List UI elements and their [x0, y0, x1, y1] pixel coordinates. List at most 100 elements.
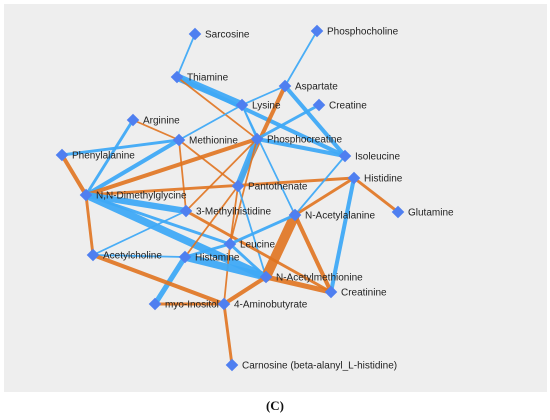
- node-marker[interactable]: [338, 149, 352, 163]
- edge-4-aminobutyrate-carnosine: [222, 302, 234, 367]
- node-marker[interactable]: [223, 237, 237, 251]
- node-marker[interactable]: [259, 270, 273, 284]
- node-marker[interactable]: [324, 285, 338, 299]
- edge-phosphocreatine-pantothenate: [234, 135, 261, 190]
- node-marker[interactable]: [347, 171, 361, 185]
- node-marker[interactable]: [148, 297, 162, 311]
- edge-leucine-histamine: [183, 242, 232, 259]
- node-marker[interactable]: [79, 188, 93, 202]
- node-marker[interactable]: [231, 179, 245, 193]
- edge-lysine-n-acetylalanine: [241, 104, 296, 216]
- node-marker[interactable]: [172, 133, 186, 147]
- node-lysine[interactable]: Lysine: [235, 98, 281, 112]
- edge-leucine-n-acetylmethionine: [228, 242, 268, 279]
- edge-acetylcholine-4-aminobutyrate: [90, 252, 227, 307]
- node-creatinine[interactable]: Creatinine: [324, 285, 387, 299]
- edge-3-methylhistidine-creatinine: [184, 209, 333, 294]
- node-phenylalanine[interactable]: Phenylalanine: [55, 148, 136, 162]
- node-label: Thiamine: [187, 73, 229, 84]
- node-marker[interactable]: [170, 70, 184, 84]
- edge-nn-dimethylglycine-3-methylhistidine: [82, 191, 190, 215]
- edge-phosphocreatine-nn-dimethylglycine: [83, 136, 260, 198]
- node-label: Aspartate: [295, 82, 338, 93]
- node-label: Glutamine: [408, 208, 454, 219]
- node-histidine[interactable]: Histidine: [347, 171, 403, 185]
- node-marker[interactable]: [126, 113, 140, 127]
- edge-leucine-4-aminobutyrate: [223, 243, 231, 305]
- node-label: Phosphocholine: [327, 27, 399, 38]
- node-creatine[interactable]: Creatine: [312, 98, 368, 112]
- node-n-acetylmethionine[interactable]: N-Acetylmethionine: [259, 270, 363, 284]
- node-phosphocreatine[interactable]: Phosphocreatine: [250, 132, 343, 146]
- node-glutamine[interactable]: Glutamine: [391, 205, 454, 219]
- edge-aspartate-isoleucine: [282, 83, 348, 159]
- node-label: Creatinine: [341, 288, 387, 299]
- edge-histidine-creatinine: [328, 175, 357, 295]
- edge-phosphocreatine-isoleucine: [254, 136, 348, 159]
- node-3-methylhistidine[interactable]: 3-Methylhistidine: [179, 204, 272, 218]
- node-label: Leucine: [240, 240, 275, 251]
- node-sarcosine[interactable]: Sarcosine: [188, 27, 250, 41]
- edge-phenylalanine-nn-dimethylglycine: [59, 152, 89, 198]
- network-diagram: Sarcosine PhosphocholineThiamineAspartate…: [55, 24, 454, 372]
- node-label: Acetylcholine: [103, 251, 162, 262]
- node-marker[interactable]: [312, 98, 326, 112]
- node-marker[interactable]: [188, 27, 202, 41]
- edge-thiamine-sarcosine: [176, 33, 196, 78]
- edge-pantothenate-n-acetylmethionine: [237, 185, 267, 278]
- node-n-acetylalanine[interactable]: N-Acetylalanine: [288, 208, 376, 222]
- edge-nn-dimethylglycine-acetylcholine: [84, 193, 95, 257]
- node-label: Phenylalanine: [72, 151, 135, 162]
- edge-histidine-n-acetylalanine: [293, 176, 356, 217]
- node-label: Phosphocreatine: [267, 135, 342, 146]
- edge-phosphocreatine-leucine: [229, 138, 258, 245]
- edge-3-methylhistidine-acetylcholine: [92, 210, 187, 256]
- node-carnosine[interactable]: Carnosine (beta-alanyl_L-histidine): [225, 358, 397, 372]
- edge-phenylalanine-methionine: [60, 138, 181, 157]
- node-label: 3-Methylhistidine: [196, 207, 271, 218]
- node-marker[interactable]: [217, 297, 231, 311]
- edge-pantothenate-leucine: [229, 185, 239, 245]
- edge-thiamine-isoleucine: [174, 74, 348, 159]
- node-aspartate[interactable]: Aspartate: [278, 79, 339, 93]
- node-marker[interactable]: [178, 250, 192, 264]
- node-layer: Sarcosine PhosphocholineThiamineAspartate…: [55, 24, 454, 372]
- node-isoleucine[interactable]: Isoleucine: [338, 149, 401, 163]
- node-thiamine[interactable]: Thiamine: [170, 70, 229, 84]
- edge-pantothenate-histamine: [184, 185, 239, 258]
- node-label: Lysine: [252, 101, 281, 112]
- node-pantothenate[interactable]: Pantothenate: [231, 179, 308, 193]
- node-label: N,N-Dimethylglycine: [96, 191, 187, 202]
- node-label: Arginine: [143, 116, 180, 127]
- edge-n-acetylmethionine-4-aminobutyrate: [221, 274, 269, 307]
- node-marker[interactable]: [55, 148, 69, 162]
- node-methionine[interactable]: Methionine: [172, 133, 239, 147]
- node-marker[interactable]: [278, 79, 292, 93]
- node-phosphocholine[interactable]: Phosphocholine: [310, 24, 399, 38]
- node-marker[interactable]: [288, 208, 302, 222]
- node-marker[interactable]: [179, 204, 193, 218]
- node-marker[interactable]: [235, 98, 249, 112]
- node-marker[interactable]: [86, 248, 100, 262]
- node-marker[interactable]: [250, 132, 264, 146]
- edge-methionine-pantothenate: [178, 139, 239, 187]
- node-histamine[interactable]: Histamine: [178, 250, 240, 264]
- node-marker[interactable]: [391, 205, 405, 219]
- edge-aspartate-lysine: [241, 85, 286, 106]
- edge-layer: [59, 30, 400, 367]
- node-label: N-Acetylmethionine: [276, 273, 363, 284]
- edge-phosphocreatine-3-methylhistidine: [185, 138, 258, 212]
- node-marker[interactable]: [310, 24, 324, 38]
- node-nn-dimethylglycine[interactable]: N,N-Dimethylglycine: [79, 188, 187, 202]
- node-label: 4-Aminobutyrate: [234, 300, 308, 311]
- node-arginine[interactable]: Arginine: [126, 113, 180, 127]
- edge-histamine-n-acetylmethionine: [181, 253, 270, 281]
- node-4-aminobutyrate[interactable]: 4-Aminobutyrate: [217, 297, 308, 311]
- edge-n-acetylmethionine-creatinine: [263, 274, 334, 295]
- node-leucine[interactable]: Leucine: [223, 237, 276, 251]
- node-label: Pantothenate: [248, 182, 308, 193]
- node-myo-inositol[interactable]: myo-Inositol: [148, 297, 219, 311]
- node-acetylcholine[interactable]: Acetylcholine: [86, 248, 163, 262]
- node-marker[interactable]: [225, 358, 239, 372]
